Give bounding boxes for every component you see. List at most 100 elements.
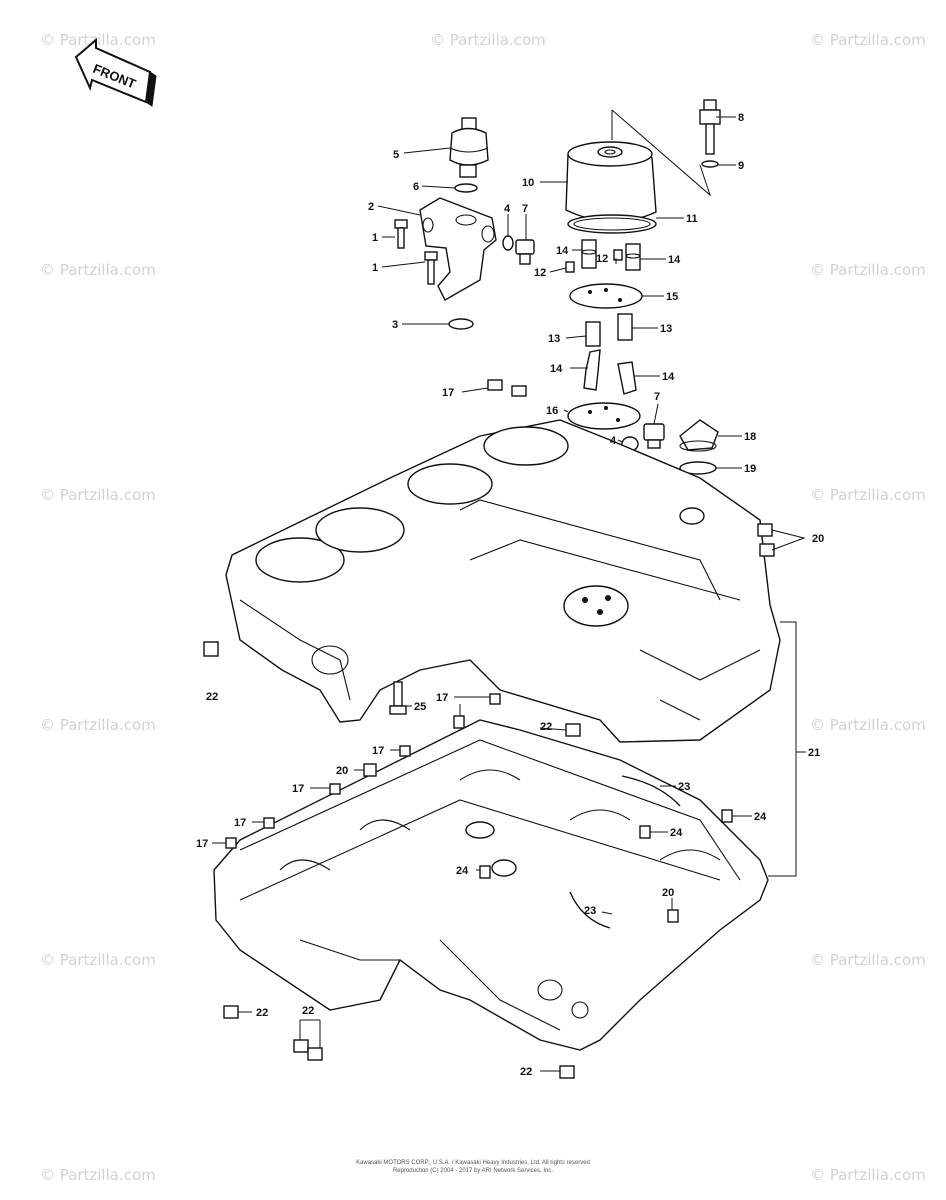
pin-24c [479, 865, 491, 879]
callout-4a: 4 [504, 203, 511, 215]
oil-filter [565, 141, 657, 223]
watermark: © Partzilla.com [40, 261, 156, 279]
dowel-22d [293, 1039, 309, 1053]
pin-24b [721, 809, 733, 823]
bearing-23b [569, 891, 611, 929]
callout-13b: 13 [660, 323, 672, 335]
callout-4b: 4 [610, 435, 617, 447]
callout-3: 3 [392, 319, 398, 331]
oil-pressure-switch [449, 117, 489, 178]
callout-17f: 17 [196, 838, 208, 850]
watermark: © Partzilla.com [810, 486, 926, 504]
watermark: © Partzilla.com [810, 716, 926, 734]
watermark: © Partzilla.com [430, 31, 546, 49]
callout-22a: 22 [206, 691, 218, 703]
callout-11: 11 [686, 213, 698, 225]
dowel-17f [225, 837, 237, 849]
watermark: © Partzilla.com [810, 31, 926, 49]
union-14a [581, 239, 597, 269]
callout-21: 21 [808, 747, 820, 759]
dowel-20a [757, 523, 773, 537]
filter-bolt-8 [699, 99, 721, 155]
callout-10: 10 [522, 177, 534, 189]
watermark: © Partzilla.com [40, 486, 156, 504]
dowel-17b2 [489, 693, 501, 705]
callout-24c: 24 [456, 865, 469, 877]
dowel-22b [565, 723, 581, 737]
callout-20b: 20 [336, 765, 348, 777]
callout-9: 9 [738, 160, 744, 172]
callout-23a: 23 [678, 781, 690, 793]
pipe-13a [585, 321, 601, 347]
upper-crankcase [225, 419, 781, 743]
callout-24a: 24 [670, 827, 683, 839]
callout-1b: 1 [372, 262, 378, 274]
oil-passage-housing [419, 197, 497, 301]
callout-18: 18 [744, 431, 756, 443]
callout-20a: 20 [812, 533, 824, 545]
dowel-22e [559, 1065, 575, 1079]
front-arrow-icon: FRONT [74, 37, 157, 107]
dowel-20b [363, 763, 377, 777]
callout-17a: 17 [442, 387, 454, 399]
watermark: © Partzilla.com [40, 1166, 156, 1184]
callout-13a: 13 [548, 333, 560, 345]
bolt-25 [389, 681, 407, 715]
dowel-17b [453, 715, 465, 729]
dowel-17a [487, 379, 503, 391]
union-14d [617, 361, 637, 395]
watermark-layer: © Partzilla.com © Partzilla.com © Partzi… [40, 31, 926, 1184]
callouts: 5 6 2 1 1 3 4 7 10 11 8 9 14 14 12 12 15… [196, 112, 824, 1078]
callout-16: 16 [546, 405, 558, 417]
callout-20c: 20 [662, 887, 674, 899]
callout-22d: 22 [302, 1005, 314, 1017]
screw-12b [613, 249, 623, 261]
callout-25: 25 [414, 701, 426, 713]
lower-crankcase [213, 719, 769, 1051]
callout-15: 15 [666, 291, 678, 303]
callout-1a: 1 [372, 232, 378, 244]
filler-cap-18 [679, 419, 719, 452]
callout-17d: 17 [292, 783, 304, 795]
callout-24b: 24 [754, 811, 767, 823]
callout-14c: 14 [550, 363, 563, 375]
footer-line-2: Reproduction (C) 2004 - 2017 by ARI Netw… [393, 1168, 553, 1174]
watermark: © Partzilla.com [810, 1166, 926, 1184]
screw-12a [565, 261, 575, 273]
bearing-23a [621, 775, 681, 807]
bolt-1 [394, 219, 408, 249]
callout-12a: 12 [534, 267, 546, 279]
dowel-20c [667, 909, 679, 923]
dowel-20a2 [759, 543, 775, 557]
bolt-1b [424, 251, 438, 285]
dowel-22a [203, 641, 219, 657]
plug-7b [643, 423, 665, 449]
callout-22c: 22 [256, 1007, 268, 1019]
watermark: © Partzilla.com [810, 261, 926, 279]
dowel-22d2 [307, 1047, 323, 1061]
callout-7a: 7 [522, 203, 528, 215]
dowel-17d [329, 783, 341, 795]
dowel-22c [223, 1005, 239, 1019]
dowel-17a2 [511, 385, 527, 397]
leader-lines [212, 116, 806, 1072]
callout-17c: 17 [372, 745, 384, 757]
callout-17b: 17 [436, 692, 448, 704]
watermark: © Partzilla.com [40, 716, 156, 734]
callout-14a: 14 [556, 245, 569, 257]
callout-22b: 22 [540, 721, 552, 733]
dowel-17e [263, 817, 275, 829]
watermark: © Partzilla.com [40, 31, 156, 49]
callout-14d: 14 [662, 371, 675, 383]
washer-4 [502, 235, 514, 251]
callout-22e: 22 [520, 1066, 532, 1078]
o-ring-3 [448, 318, 474, 330]
callout-14b: 14 [668, 254, 681, 266]
plate-16 [567, 402, 641, 430]
callout-17e: 17 [234, 817, 246, 829]
callout-2: 2 [368, 201, 374, 213]
o-ring-6 [454, 183, 478, 193]
pipe-13b [617, 313, 633, 341]
callout-19: 19 [744, 463, 756, 475]
